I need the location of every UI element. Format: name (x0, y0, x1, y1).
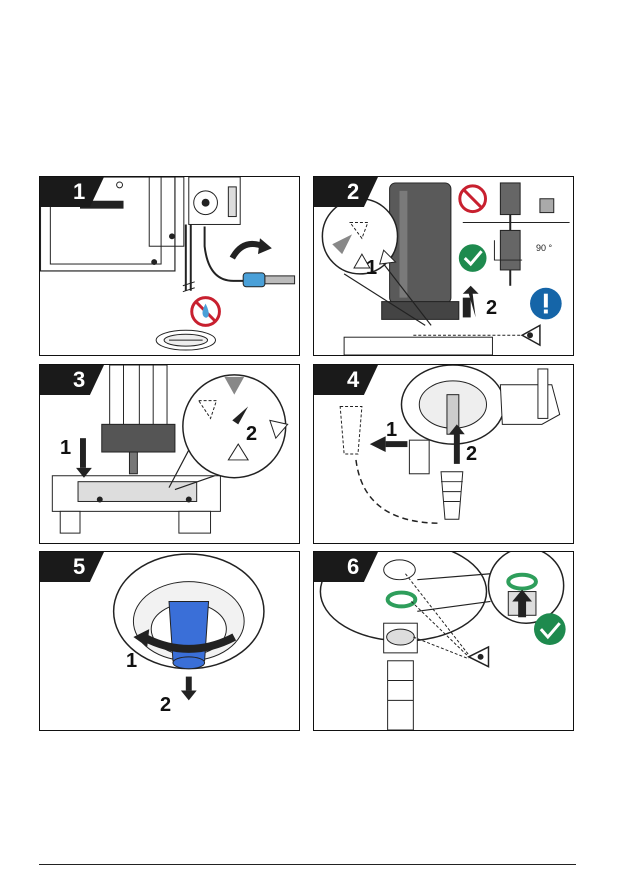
step-5-callout-2: 2 (160, 694, 171, 717)
step-4-panel: 4 1 2 (313, 364, 574, 544)
step-4-callout-1: 1 (386, 419, 397, 442)
step-3-panel: 3 1 2 (39, 364, 300, 544)
step-2-angle-label: 90 ° (536, 243, 552, 253)
step-4-callout-2: 2 (466, 443, 477, 466)
step-2-panel: 2 1 2 90 ° (313, 176, 574, 356)
step-1-panel: 1 (39, 176, 300, 356)
step-2-callout-2: 2 (486, 297, 497, 320)
footer-rule (39, 864, 576, 865)
step-2-callout-1: 1 (366, 257, 377, 280)
step-3-callout-1: 1 (60, 437, 71, 460)
step-3-callout-2: 2 (246, 423, 257, 446)
step-5-panel: 5 1 2 (39, 551, 300, 731)
step-6-panel: 6 (313, 551, 574, 731)
step-5-callout-1: 1 (126, 650, 137, 673)
